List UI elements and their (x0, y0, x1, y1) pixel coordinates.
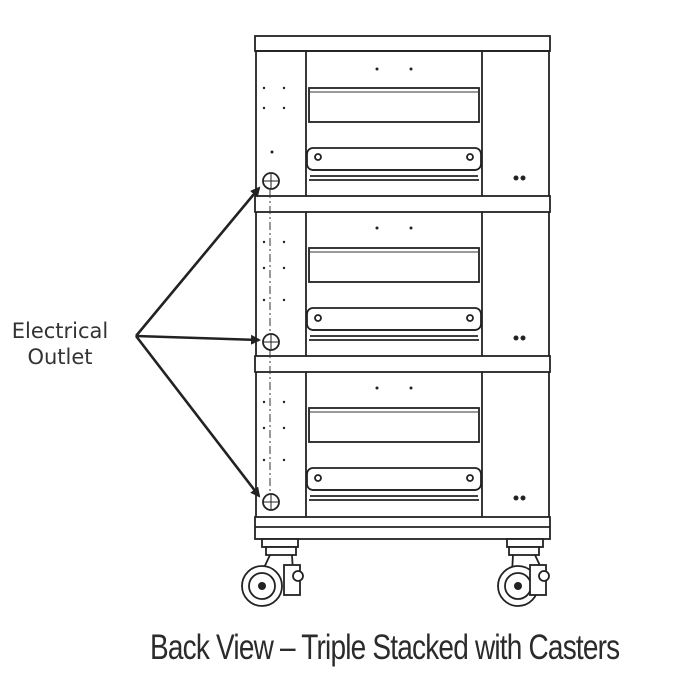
electrical-outlet-label: Electrical Outlet (0, 318, 120, 370)
caster-left (241, 538, 304, 607)
deck-1 (306, 67, 526, 181)
figure-caption: Back View – Triple Stacked with Casters (150, 628, 620, 667)
shelf-divider-2 (254, 355, 551, 373)
outlet-2 (262, 333, 280, 351)
panel-screws (262, 86, 286, 462)
deck-3 (306, 386, 526, 501)
callout-line-2: Outlet (27, 345, 93, 369)
callout-line-1: Electrical (11, 319, 109, 343)
outlet-3 (262, 493, 280, 511)
base-plate (254, 516, 551, 540)
deck-2 (306, 226, 526, 341)
outlet-1 (262, 172, 280, 190)
caster-right (497, 538, 550, 607)
top-cap (254, 35, 551, 52)
callout-arrows (134, 186, 261, 498)
shelf-divider-1 (254, 195, 551, 213)
